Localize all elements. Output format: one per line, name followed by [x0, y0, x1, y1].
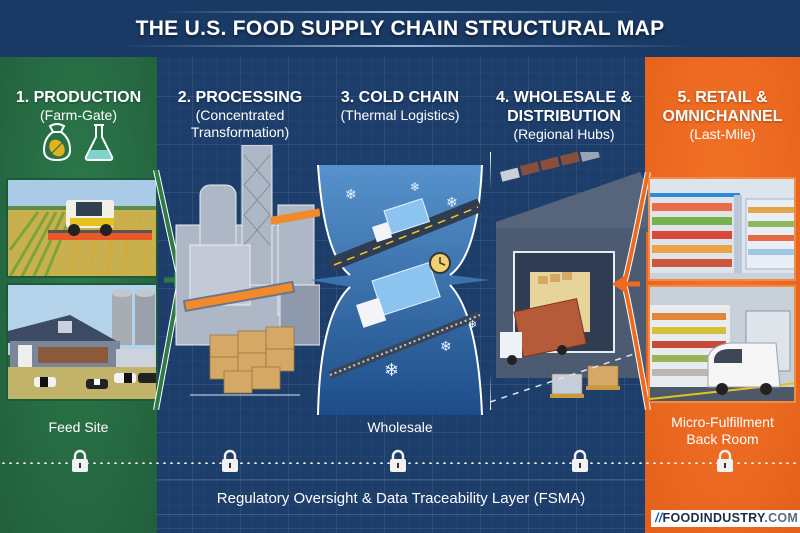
- stage-number: 3.: [340, 89, 355, 106]
- snowflake-icon: ❄: [440, 338, 452, 354]
- stage-subtitle: (Farm-Gate): [40, 107, 117, 123]
- stage-title: PROCESSING: [195, 89, 303, 106]
- snowflake-icon: ❄: [446, 194, 458, 210]
- brand-logo: //FOODINDUSTRY.COM: [651, 510, 800, 527]
- stage-cold-chain-heading: 3. COLD CHAIN (Thermal Logistics): [318, 88, 482, 124]
- processing-plant-image: [175, 145, 320, 396]
- caption-line: Micro-Fulfillment: [671, 414, 774, 430]
- stage-number: 2.: [177, 89, 192, 106]
- title-rule-bottom: [120, 45, 690, 47]
- snowflake-icon: ❄: [468, 319, 478, 331]
- stage-title-line: 5. RETAIL &: [677, 89, 768, 106]
- stage-subtitle-line: Transformation): [190, 124, 290, 140]
- padlock-icon: [389, 449, 407, 473]
- stage-subtitle: (Thermal Logistics): [340, 107, 460, 123]
- stage-wholesale-heading: 4. WHOLESALE & DISTRIBUTION (Regional Hu…: [484, 88, 644, 143]
- layer-divider: [157, 514, 645, 515]
- caption-feed-site: Feed Site: [48, 419, 109, 435]
- dairy-farm-barn-image: [6, 283, 158, 401]
- padlock-icon: [71, 449, 89, 473]
- caption-wholesale: Wholesale: [367, 419, 433, 435]
- snowflake-icon: ❄: [384, 360, 400, 380]
- stage-title-line: OMNICHANNEL: [662, 108, 783, 125]
- title-band: THE U.S. FOOD SUPPLY CHAIN STRUCTURAL MA…: [0, 0, 800, 57]
- snowflake-icon: ❄: [410, 180, 421, 194]
- padlock-icon: [716, 449, 734, 473]
- stage-title: COLD CHAIN: [358, 89, 460, 106]
- grain-sack-icon: [42, 123, 72, 162]
- distribution-warehouse-image: [490, 152, 650, 410]
- traceability-label: Regulatory Oversight & Data Traceability…: [216, 490, 586, 507]
- page-title: THE U.S. FOOD SUPPLY CHAIN STRUCTURAL MA…: [135, 17, 665, 40]
- title-rule-top: [160, 11, 640, 13]
- padlock-icon: [221, 449, 239, 473]
- combine-harvester-field-image: [6, 178, 158, 278]
- brand-mark: //: [655, 511, 663, 525]
- caption-micro-fulfillment: Micro-Fulfillment Back Room: [645, 414, 800, 448]
- padlock-icon: [571, 449, 589, 473]
- stage-retail-heading: 5. RETAIL & OMNICHANNEL (Last-Mile): [645, 88, 800, 143]
- lab-flask-icon: [84, 124, 114, 161]
- layer-divider: [157, 479, 645, 480]
- stage-processing-heading: 2. PROCESSING (Concentrated Transformati…: [160, 88, 320, 141]
- stage-subtitle: (Regional Hubs): [513, 126, 615, 142]
- caption-line: Back Room: [686, 431, 759, 447]
- supermarket-aisle-image: [648, 177, 796, 281]
- stage-title-line: 4. WHOLESALE &: [495, 89, 632, 106]
- stage-title-line: DISTRIBUTION: [507, 108, 621, 125]
- stage-title: PRODUCTION: [33, 89, 142, 106]
- stage-subtitle-line: (Concentrated: [195, 107, 285, 123]
- micro-fulfillment-van-image: [648, 285, 796, 403]
- stage-subtitle: (Last-Mile): [689, 126, 756, 142]
- flow-arrow-retail: [612, 172, 651, 410]
- stage-number: 1.: [15, 89, 30, 106]
- brand-tld: .COM: [764, 511, 799, 525]
- stage-production-heading: 1. PRODUCTION (Farm-Gate): [0, 88, 157, 124]
- cold-chain-image: [310, 165, 490, 415]
- snowflake-icon: ❄: [345, 186, 357, 202]
- brand-name: FOODINDUSTRY: [662, 511, 765, 525]
